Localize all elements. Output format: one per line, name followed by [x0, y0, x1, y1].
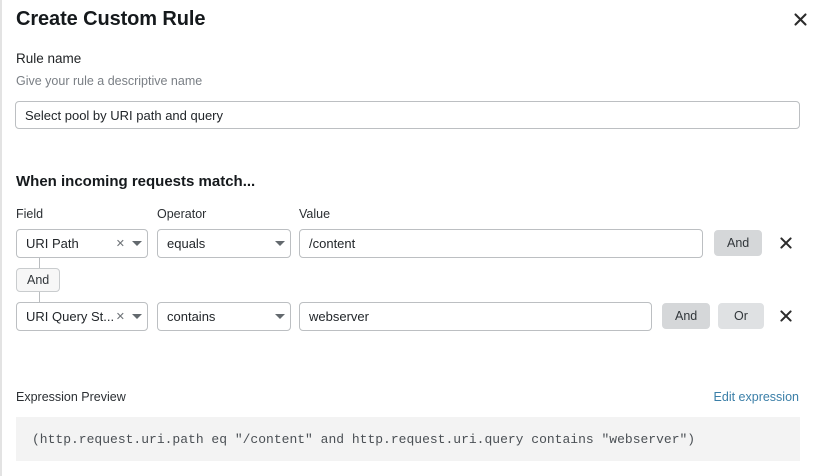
rule-name-input[interactable]	[15, 101, 800, 129]
operator-select-1-value: equals	[167, 236, 206, 251]
expression-preview-box: (http.request.uri.path eq "/content" and…	[16, 417, 800, 461]
condition-row: URI Query St... ✕ contains And Or	[2, 302, 820, 332]
close-icon[interactable]	[788, 7, 812, 31]
chevron-down-icon[interactable]	[270, 314, 290, 319]
field-select-2[interactable]: URI Query St... ✕	[16, 302, 148, 331]
operator-select-2-value: contains	[167, 309, 216, 324]
dialog-title: Create Custom Rule	[16, 8, 206, 30]
column-header-field: Field	[16, 207, 44, 221]
clear-icon[interactable]: ✕	[115, 311, 125, 323]
operator-select-1[interactable]: equals	[157, 229, 291, 258]
expression-preview-label: Expression Preview	[16, 390, 126, 404]
edit-expression-link[interactable]: Edit expression	[713, 390, 799, 404]
or-button-2[interactable]: Or	[718, 303, 764, 329]
column-header-value: Value	[299, 207, 331, 221]
conditions-section-title: When incoming requests match...	[16, 173, 256, 190]
rule-name-label: Rule name	[16, 51, 82, 66]
condition-group-and-chip[interactable]: And	[16, 268, 61, 292]
field-select-2-value: URI Query St...	[26, 309, 114, 324]
operator-select-2[interactable]: contains	[157, 302, 291, 331]
chevron-down-icon[interactable]	[270, 241, 290, 246]
rule-name-description: Give your rule a descriptive name	[16, 74, 203, 88]
expression-preview-code: (http.request.uri.path eq "/content" and…	[32, 431, 696, 447]
delete-condition-1-icon[interactable]	[775, 229, 797, 257]
chevron-down-icon[interactable]	[127, 314, 147, 319]
column-header-operator: Operator	[157, 207, 207, 221]
field-select-1-value: URI Path	[26, 236, 79, 251]
value-input-2[interactable]	[299, 302, 652, 331]
and-button-1[interactable]: And	[714, 230, 763, 256]
condition-row: URI Path ✕ equals And	[2, 229, 820, 259]
field-select-1[interactable]: URI Path ✕	[16, 229, 148, 258]
chevron-down-icon[interactable]	[127, 241, 147, 246]
value-input-1[interactable]	[299, 229, 703, 258]
and-button-2[interactable]: And	[662, 303, 711, 329]
clear-icon[interactable]: ✕	[115, 238, 125, 250]
delete-condition-2-icon[interactable]	[775, 302, 797, 330]
